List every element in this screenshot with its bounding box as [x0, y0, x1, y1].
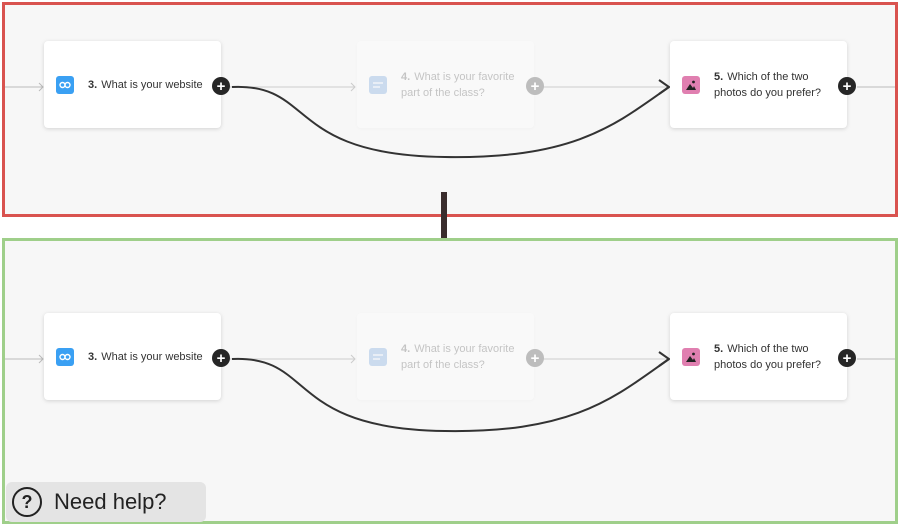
add-after-4-button[interactable]: + — [526, 77, 544, 95]
text-lines-icon — [369, 75, 387, 94]
question-mark-icon: ? — [12, 487, 42, 517]
link-icon — [56, 347, 74, 366]
question-number: 4. — [401, 70, 411, 83]
question-text: What is your website — [101, 78, 203, 91]
question-text: What is your favorite — [414, 70, 515, 83]
question-title: 3.What is your website — [88, 349, 203, 365]
question-number: 4. — [401, 342, 411, 355]
question-title: 5.Which of the two photos do you prefer? — [714, 341, 821, 373]
question-text: What is your favorite — [414, 342, 515, 355]
question-title: 4.What is your favorite part of the clas… — [401, 69, 514, 101]
question-title: 4.What is your favorite part of the clas… — [401, 341, 514, 373]
add-after-4-button[interactable]: + — [526, 349, 544, 367]
question-card-5[interactable]: 5.Which of the two photos do you prefer? — [670, 313, 847, 400]
before-panel: 3.What is your website + 4.What is your … — [2, 2, 898, 217]
question-text: Which of the two — [727, 70, 809, 83]
question-number: 5. — [714, 342, 724, 355]
question-card-4[interactable]: 4.What is your favorite part of the clas… — [357, 41, 534, 128]
question-number: 5. — [714, 70, 724, 83]
add-after-5-button[interactable]: + — [838, 77, 856, 95]
add-after-3-button[interactable]: + — [212, 349, 230, 367]
question-card-4[interactable]: 4.What is your favorite part of the clas… — [357, 313, 534, 400]
add-after-5-button[interactable]: + — [838, 349, 856, 367]
add-after-3-button[interactable]: + — [212, 77, 230, 95]
question-text-line2: photos do you prefer? — [714, 358, 822, 371]
question-text-line2: part of the class? — [401, 358, 485, 371]
link-icon — [56, 75, 74, 94]
question-title: 3.What is your website — [88, 77, 203, 93]
flow-connectors — [5, 79, 895, 159]
image-icon — [682, 75, 700, 94]
flow-connectors — [5, 351, 895, 433]
question-number: 3. — [88, 78, 98, 91]
question-card-5[interactable]: 5.Which of the two photos do you prefer? — [670, 41, 847, 128]
question-text-line2: photos do you prefer? — [714, 86, 822, 99]
need-help-label: Need help? — [54, 489, 167, 514]
need-help-button[interactable]: ? Need help? — [6, 482, 206, 522]
after-panel: 3.What is your website + 4.What is your … — [2, 238, 898, 524]
text-lines-icon — [369, 347, 387, 366]
question-number: 3. — [88, 350, 98, 363]
question-title: 5.Which of the two photos do you prefer? — [714, 69, 821, 101]
question-text: What is your website — [101, 350, 203, 363]
question-card-3[interactable]: 3.What is your website — [44, 313, 221, 400]
question-text: Which of the two — [727, 342, 809, 355]
image-icon — [682, 347, 700, 366]
question-text-line2: part of the class? — [401, 86, 485, 99]
question-card-3[interactable]: 3.What is your website — [44, 41, 221, 128]
